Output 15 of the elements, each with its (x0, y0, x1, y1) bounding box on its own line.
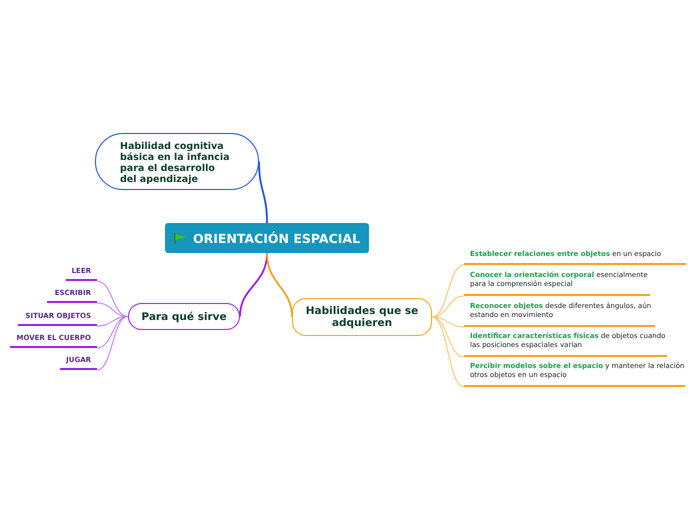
connector-line (96, 316, 128, 370)
connector-line (432, 316, 464, 328)
central-topic-box (165, 223, 369, 253)
subtopic-box: Habilidades que se adquieren (292, 298, 432, 336)
subtopic-box: Para qué sirve (128, 303, 240, 330)
connector-line (432, 296, 464, 318)
connector-line (96, 280, 128, 317)
connector-line (96, 316, 128, 348)
connector-line (432, 264, 464, 318)
connector-line (258, 161, 268, 224)
connector-line (96, 316, 128, 326)
connector-line (266, 252, 293, 318)
connector-line (432, 316, 464, 388)
topic-bubble: Habilidad cognitiva básica en la infancia para el desarrollo del apendizaje (95, 133, 259, 190)
topic-title: ORIENTACIÓN ESPACIAL (192, 230, 360, 246)
